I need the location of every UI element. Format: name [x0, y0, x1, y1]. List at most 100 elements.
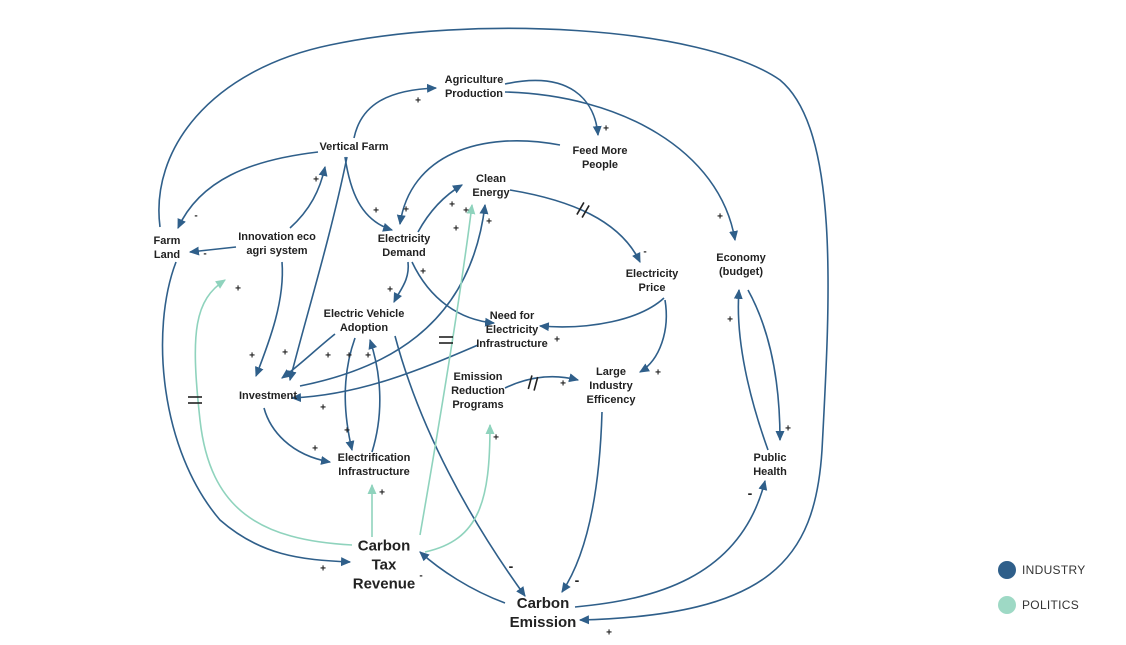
sign-plus: + — [717, 211, 723, 223]
edge-clean-to-price — [509, 189, 641, 264]
sign-plus: + — [554, 334, 560, 346]
sign-minus: - — [203, 248, 207, 260]
legend-politics: POLITICS — [998, 596, 1079, 614]
sign-plus: + — [344, 425, 350, 437]
legend-industry-dot — [998, 561, 1016, 579]
sign-minus: - — [747, 485, 753, 501]
edge-tax-to-clean — [419, 203, 476, 536]
edge-vertical-farm-to-agriculture — [353, 83, 438, 139]
sign-plus: + — [420, 266, 426, 278]
edge-agriculture-to-feed — [504, 79, 602, 137]
sign-minus: - — [643, 246, 647, 258]
edge-electrification-to-ev — [368, 338, 381, 453]
legend-politics-label: POLITICS — [1022, 598, 1080, 612]
edge-ev-to-emission — [394, 335, 526, 597]
sign-plus: + — [320, 402, 326, 414]
sign-plus: + — [486, 216, 492, 228]
edge-feed-to-demand — [396, 140, 561, 226]
node-economy-budget: Economy(budget) — [716, 252, 766, 278]
edge-emission-to-tax — [419, 551, 506, 604]
sign-minus: - — [194, 210, 198, 222]
sign-plus: + — [387, 284, 393, 296]
edge-need-infra-to-investment — [290, 344, 479, 403]
legend-industry: INDUSTRY — [998, 561, 1086, 579]
legend-industry-label: INDUSTRY — [1022, 563, 1086, 577]
edge-ev-to-electrification — [344, 337, 356, 452]
delay-mark — [533, 376, 539, 391]
sign-minus: - — [574, 572, 580, 588]
sign-plus: + — [313, 174, 319, 186]
edge-price-to-need-infra — [538, 297, 665, 332]
sign-plus: + — [320, 563, 326, 575]
sign-plus: + — [312, 443, 318, 455]
delay-mark — [581, 205, 590, 218]
sign-plus: + — [415, 95, 421, 107]
edge-tax-to-programs — [424, 423, 495, 553]
sign-plus: + — [603, 123, 609, 135]
edge-demand-to-ev — [393, 261, 410, 304]
delay-mark — [527, 375, 533, 390]
sign-plus: + — [325, 350, 331, 362]
sign-plus: + — [463, 205, 469, 217]
sign-plus: + — [373, 205, 379, 217]
sign-minus: - — [419, 570, 423, 582]
edge-farmland-to-tax — [161, 261, 352, 567]
edge-ev-to-investment — [281, 333, 336, 379]
sign-plus: + — [785, 423, 791, 435]
edge-outer-loop-farmland-to-emission — [158, 27, 829, 625]
sign-plus: + — [365, 350, 371, 362]
edge-innovation-to-farmland — [188, 246, 237, 256]
edge-investment-to-electrification — [263, 407, 332, 465]
delay-mark — [576, 202, 585, 215]
edge-demand-to-clean — [417, 184, 463, 233]
sign-plus: + — [249, 350, 255, 362]
edge-vertical-farm-to-investment — [287, 156, 348, 382]
edge-innovation-to-investment — [255, 261, 284, 378]
sign-plus: + — [449, 199, 455, 211]
sign-plus: + — [493, 432, 499, 444]
edge-vertical-farm-to-farmland — [177, 151, 319, 230]
edge-price-to-industry — [639, 299, 668, 373]
edge-emission-to-health — [574, 479, 768, 608]
edge-programs-to-industry — [504, 373, 580, 389]
sign-minus: - — [508, 558, 514, 574]
sign-plus: + — [282, 347, 288, 359]
edge-health-to-economy — [733, 288, 769, 451]
sign-plus: + — [235, 283, 241, 295]
edge-economy-to-health — [747, 289, 785, 442]
node-investment: Investment — [238, 390, 298, 402]
edge-demand-to-need-infra — [411, 261, 496, 327]
node-vertical-farm: Vertical Farm — [319, 141, 389, 153]
sign-plus: + — [606, 627, 612, 639]
sign-plus: + — [403, 204, 409, 216]
sign-plus: + — [379, 487, 385, 499]
edge-agriculture-to-economy — [504, 91, 738, 242]
edge-vertical-farm-to-demand — [344, 156, 394, 232]
sign-plus: + — [346, 350, 352, 362]
edge-investment-to-clean — [299, 203, 489, 387]
sign-plus: + — [727, 314, 733, 326]
sign-plus: + — [560, 378, 566, 390]
sign-plus: + — [453, 223, 459, 235]
edge-industry-to-emission — [561, 411, 603, 593]
sign-plus: + — [655, 367, 661, 379]
edge-tax-to-innovation — [194, 279, 353, 546]
edge-innovation-to-vertical-farm — [289, 165, 328, 229]
legend-politics-dot — [998, 596, 1016, 614]
